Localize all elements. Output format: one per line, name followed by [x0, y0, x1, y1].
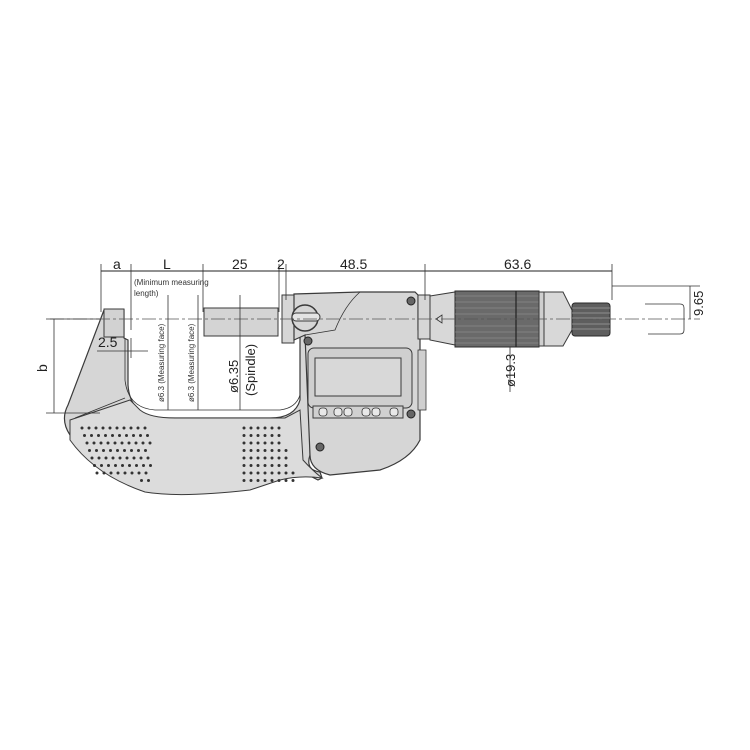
- dim-thimble-length: 63.6: [504, 256, 531, 272]
- dim-b: b: [34, 364, 50, 372]
- spindle-face-label: ø6.3 (Measuring face): [187, 323, 196, 402]
- micrometer-frame: [63, 309, 324, 496]
- dim-spindle-travel: 25: [232, 256, 248, 272]
- spindle-diameter-label: ø6.35: [226, 360, 241, 393]
- ratchet: [571, 302, 611, 337]
- dim-thimble-diameter: ø19.3: [503, 354, 518, 387]
- dim-sleeve-length: 48.5: [340, 256, 367, 272]
- lcd-display: [314, 357, 402, 397]
- grip-dots-right: [242, 426, 295, 482]
- dim-anvil-offset: 2.5: [98, 334, 118, 350]
- min-measuring-label-2: length): [134, 289, 159, 298]
- dim-a: a: [113, 256, 121, 272]
- anvil-face-label: ø6.3 (Measuring face): [157, 323, 166, 402]
- min-measuring-label-1: (Minimum measuring: [134, 278, 209, 287]
- spindle: [203, 307, 279, 337]
- measure-lines: [46, 295, 511, 414]
- dim-L: L: [163, 256, 171, 272]
- grip-dots-left: [80, 426, 152, 482]
- anvil: [103, 308, 125, 338]
- dimension-lines-top: [100, 264, 700, 330]
- spindle-label: (Spindle): [243, 344, 258, 396]
- thimble-assembly: [417, 290, 611, 348]
- dim-gap: 2: [277, 256, 285, 272]
- dim-ratchet-offset: 9.65: [691, 291, 706, 316]
